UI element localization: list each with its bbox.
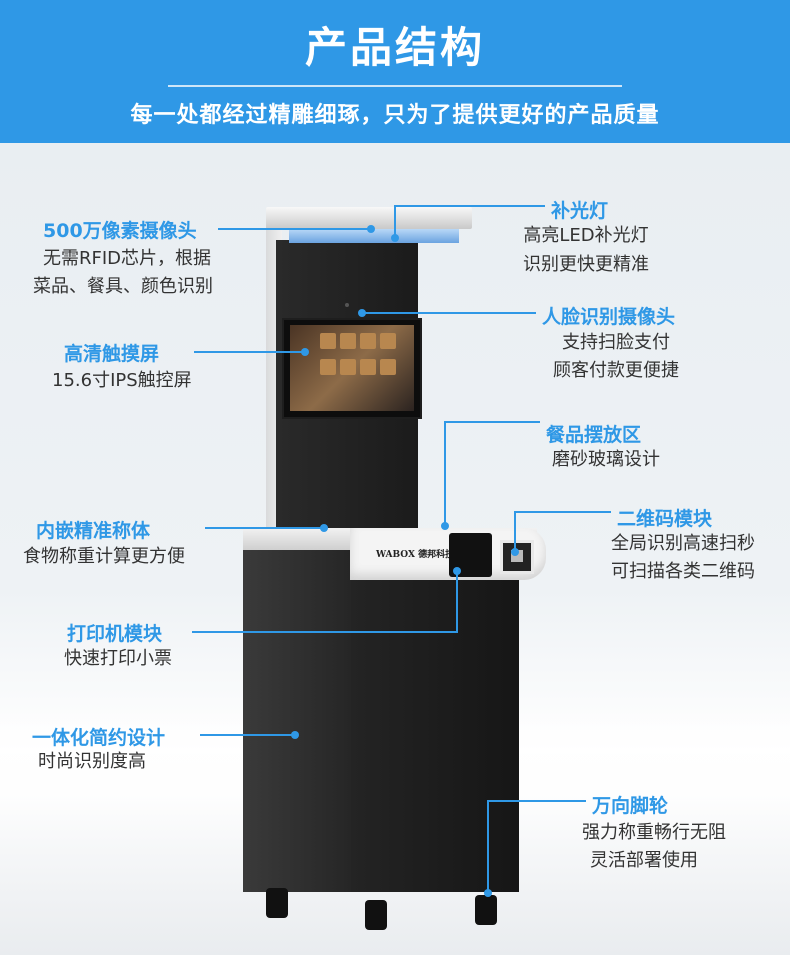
caster-wheel <box>266 888 288 918</box>
callout-dot <box>441 522 449 530</box>
callout-line <box>192 631 458 633</box>
screen-display <box>290 325 414 411</box>
feature-label-touchscreen: 高清触摸屏 <box>64 343 160 365</box>
callout-line <box>394 205 396 239</box>
feature-label-face-camera: 人脸识别摄像头 <box>542 306 676 328</box>
callout-line <box>395 205 545 207</box>
feature-label-caster: 万向脚轮 <box>592 795 669 817</box>
menu-thumb <box>360 333 376 349</box>
feature-label-printer: 打印机模块 <box>67 623 163 645</box>
callout-dot <box>301 348 309 356</box>
header-banner: 产品结构 每一处都经过精雕细琢，只为了提供更好的产品质量 <box>0 0 790 143</box>
menu-thumb <box>340 333 356 349</box>
feature-desc: 可扫描各类二维码 <box>611 561 755 582</box>
callout-dot <box>367 225 375 233</box>
menu-thumb <box>380 333 396 349</box>
menu-thumb <box>340 359 356 375</box>
callout-line <box>515 511 611 513</box>
callout-line <box>194 351 304 353</box>
feature-desc: 高亮LED补光灯 <box>523 225 649 246</box>
page-subtitle: 每一处都经过精雕细琢，只为了提供更好的产品质量 <box>130 103 660 128</box>
menu-thumb <box>320 333 336 349</box>
caster-wheel <box>475 895 497 925</box>
feature-desc: 食物称重计算更方便 <box>23 546 185 567</box>
callout-line <box>218 228 370 230</box>
menu-thumb <box>360 359 376 375</box>
feature-desc: 强力称重畅行无阻 <box>582 822 726 843</box>
feature-label-camera: 500万像素摄像头 <box>43 220 197 242</box>
feature-desc: 无需RFID芯片，根据 <box>43 248 212 269</box>
callout-line <box>514 511 516 551</box>
feature-desc: 灵活部署使用 <box>590 850 698 871</box>
fill-light-glow <box>289 229 459 243</box>
callout-line <box>456 571 458 633</box>
callout-dot <box>320 524 328 532</box>
caster-wheel <box>365 900 387 930</box>
feature-label-fill-light: 补光灯 <box>551 200 609 222</box>
callout-line <box>488 800 586 802</box>
menu-thumb <box>320 359 336 375</box>
feature-desc: 快速打印小票 <box>64 648 172 669</box>
page-title: 产品结构 <box>304 23 485 72</box>
callout-dot <box>453 567 461 575</box>
callout-dot <box>391 234 399 242</box>
menu-thumb <box>380 359 396 375</box>
title-divider <box>168 85 622 87</box>
callout-line <box>487 800 489 892</box>
callout-dot <box>291 731 299 739</box>
feature-desc: 磨砂玻璃设计 <box>552 449 660 470</box>
callout-line <box>200 734 294 736</box>
feature-desc: 15.6寸IPS触控屏 <box>52 370 192 391</box>
fill-light-housing <box>266 207 472 229</box>
feature-label-scale: 内嵌精准称体 <box>36 520 151 542</box>
touch-screen <box>282 318 422 419</box>
callout-line <box>444 421 446 525</box>
feature-desc: 全局识别高速扫秒 <box>611 533 755 554</box>
qr-scanner <box>500 540 534 574</box>
feature-label-qr-module: 二维码模块 <box>617 508 713 530</box>
feature-desc: 识别更快更精准 <box>523 254 649 275</box>
callout-line <box>205 527 323 529</box>
feature-label-tray-area: 餐品摆放区 <box>546 424 642 446</box>
kiosk-cabinet-side <box>243 530 351 892</box>
callout-line <box>445 421 540 423</box>
callout-dot <box>484 889 492 897</box>
brand-logo: WABOX 德邦科技 <box>376 550 455 560</box>
callout-line <box>362 312 536 314</box>
feature-desc: 菜品、餐具、颜色识别 <box>33 276 213 297</box>
callout-dot <box>358 309 366 317</box>
feature-desc: 时尚识别度高 <box>38 751 146 772</box>
callout-dot <box>511 548 519 556</box>
face-camera-lens <box>345 303 349 307</box>
feature-desc: 顾客付款更便捷 <box>553 360 679 381</box>
feature-label-design: 一体化简约设计 <box>32 727 166 749</box>
feature-desc: 支持扫脸支付 <box>562 332 670 353</box>
